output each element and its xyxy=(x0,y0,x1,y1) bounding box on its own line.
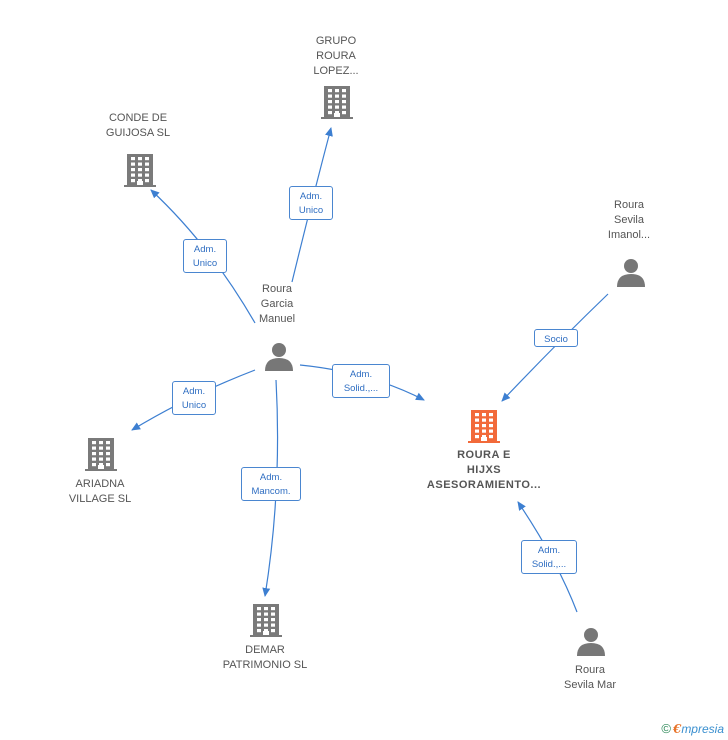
node-roura_mar[interactable]: Roura Sevila Mar xyxy=(545,663,635,693)
person-icon[interactable] xyxy=(577,628,605,656)
node-label: ROURA E HIJXS ASESORAMIENTO... xyxy=(426,449,542,491)
edge-role-badge[interactable]: Adm. Mancom. xyxy=(241,467,301,501)
brand-footer[interactable]: ©€mpresia xyxy=(661,721,724,736)
node-grupo[interactable]: GRUPO ROURA LOPEZ... xyxy=(291,34,381,79)
copyright-mark: © xyxy=(661,721,671,736)
node-roura_garcia[interactable]: Roura Garcia Manuel xyxy=(237,282,317,327)
edge-role-badge[interactable]: Adm. Unico xyxy=(172,381,216,415)
person-icon[interactable] xyxy=(265,343,293,371)
building-icon[interactable] xyxy=(124,154,156,187)
node-label: Roura Sevila Mar xyxy=(564,664,616,691)
node-demar[interactable]: DEMAR PATRIMONIO SL xyxy=(205,643,325,673)
building-icon[interactable] xyxy=(468,410,500,443)
building-icon[interactable] xyxy=(321,86,353,119)
edge-role-badge[interactable]: Socio xyxy=(534,329,578,347)
node-label: Roura Sevila Imanol... xyxy=(607,199,651,241)
edge-role-badge[interactable]: Adm. Solid.,... xyxy=(521,540,577,574)
edge-role-badge[interactable]: Adm. Unico xyxy=(183,239,227,273)
icon-layer xyxy=(85,86,645,656)
person-icon[interactable] xyxy=(617,259,645,287)
node-label: ARIADNA VILLAGE SL xyxy=(68,478,132,505)
node-label: DEMAR PATRIMONIO SL xyxy=(222,644,308,671)
node-label: Roura Garcia Manuel xyxy=(258,283,296,325)
node-conde[interactable]: CONDE DE GUIJOSA SL xyxy=(83,111,193,141)
edge-roura_imanol-to-roura_e_hijxs xyxy=(501,293,609,402)
node-ariadna[interactable]: ARIADNA VILLAGE SL xyxy=(45,477,155,507)
node-roura_imanol[interactable]: Roura Sevila Imanol... xyxy=(589,198,669,243)
edge-role-badge[interactable]: Adm. Solid.,... xyxy=(332,364,390,398)
brand-logo-initial: € xyxy=(672,722,682,736)
edge-role-badge[interactable]: Adm. Unico xyxy=(289,186,333,220)
node-label: GRUPO ROURA LOPEZ... xyxy=(313,35,359,77)
building-icon[interactable] xyxy=(85,438,117,471)
node-roura_e_hijxs[interactable]: ROURA E HIJXS ASESORAMIENTO... xyxy=(404,448,564,493)
brand-logo-text: mpresia xyxy=(681,722,724,736)
building-icon[interactable] xyxy=(250,604,282,637)
node-label: CONDE DE GUIJOSA SL xyxy=(105,112,171,139)
